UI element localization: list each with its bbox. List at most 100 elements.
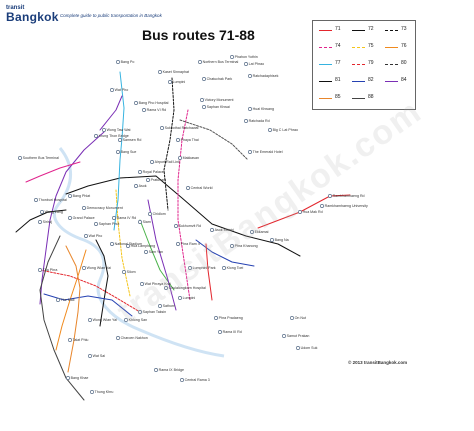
place-dot [84,234,88,238]
place-marker[interactable]: Siam [138,220,151,224]
place-label: Bang Sue [121,150,137,154]
place-marker[interactable]: Wong Taw Wat [102,128,131,132]
place-marker[interactable]: Chidlom [148,212,166,216]
place-dot [116,150,120,154]
place-marker[interactable]: Khlong San [124,318,147,322]
place-marker[interactable]: Central World [186,186,213,190]
place-marker[interactable]: Bang Po [116,60,134,64]
place-dot [38,268,42,272]
place-label: Bang Phlat [73,194,91,198]
place-marker[interactable]: Sukhothai Ratchawat [160,126,199,130]
place-marker[interactable]: Victory Monument [200,98,234,102]
place-marker[interactable]: Wong Wian Yai [82,266,111,270]
place-marker[interactable]: Northern Bus Terminal [198,60,238,64]
place-marker[interactable]: Wat Pho [110,88,128,92]
legend-item-77: 77 [316,58,349,72]
place-marker[interactable]: Democracy Monument [82,206,123,210]
place-marker[interactable]: Royal Palace [138,170,164,174]
place-marker[interactable]: Ekkamai [250,230,269,234]
place-marker[interactable]: Huai Khwang [248,107,274,111]
place-marker[interactable]: Ramkhamhaeng Rd [328,194,365,198]
place-marker[interactable]: Bang Na [270,238,289,242]
place-marker[interactable]: Asok Montri [210,228,234,232]
place-marker[interactable]: Bang Sue [116,150,136,154]
place-marker[interactable]: Charoen Nakhon [116,336,148,340]
place-marker[interactable]: On Nut [290,316,306,320]
place-marker[interactable]: Rama VI Rd [142,108,166,112]
place-marker[interactable]: Silom [122,270,136,274]
place-marker[interactable]: Asok [134,184,147,188]
place-marker[interactable]: Saphan Phut [94,222,119,226]
place-dot [116,60,120,64]
legend-line-77 [319,64,332,65]
place-marker[interactable]: Sathorn [158,304,175,308]
place-marker[interactable]: Makkasan [178,156,199,160]
place-marker[interactable]: Southern Bus Terminal [18,156,59,160]
place-marker[interactable]: Grand Palace [68,216,95,220]
place-marker[interactable]: Wat Sai [88,354,105,358]
place-marker[interactable]: Wong Wian Yai [88,318,117,322]
place-marker[interactable]: Bang Khae [66,376,88,380]
place-marker[interactable]: Phaya Thai [176,138,199,142]
place-marker[interactable]: Sam Yan [144,250,163,254]
brand-logo[interactable]: transit Bangkok [6,5,59,23]
place-marker[interactable]: Rama III Rd [218,330,242,334]
place-marker[interactable]: Lumpini [178,296,195,300]
place-marker[interactable]: Rama IX Bridge [154,368,184,372]
legend-item-73: 73 [382,24,415,38]
place-marker[interactable]: Thung Khru [90,390,113,394]
place-marker[interactable]: Tha Phra [38,268,57,272]
place-marker[interactable]: Lat Phrao [244,62,264,66]
place-marker[interactable]: Saphan Khwai [202,105,230,109]
place-marker[interactable]: Udom Suk [296,346,318,350]
place-marker[interactable]: Rama IV Rd [112,216,136,220]
place-marker[interactable]: Phra Khanong [230,244,258,248]
place-label: Central Rama 3 [185,378,210,382]
place-dot [116,336,120,340]
legend-label-80: 80 [401,60,407,66]
place-dot [148,212,152,216]
place-marker[interactable]: Big C Lat Phrao [268,128,298,132]
place-marker[interactable]: Saphan Taksin [138,310,166,314]
legend-item-74: 74 [316,41,349,55]
place-marker[interactable]: The Emerald Hotel [248,150,283,154]
legend-label-75: 75 [368,43,374,49]
place-marker[interactable]: Talat Phlu [68,338,88,342]
place-marker[interactable]: Chatuchak Park [202,77,232,81]
place-marker[interactable]: Sukhumvit Rd [174,224,201,228]
place-marker[interactable]: Lumphini Park [188,266,216,270]
legend-line-80 [385,64,398,65]
route-line-connector-c [147,199,177,311]
place-marker[interactable]: Wang Lang [40,210,63,214]
place-marker[interactable]: Samsen Rd [118,138,141,142]
place-marker[interactable]: Siriraj [38,220,52,224]
place-marker[interactable]: Hua Lamphong [126,244,155,248]
place-marker[interactable]: Airport Rail Link [150,160,180,164]
place-marker[interactable]: Samut Prakan [282,334,309,338]
place-marker[interactable]: National Stadium [110,242,142,246]
place-marker[interactable]: Thonburi Hospital [34,198,67,202]
place-marker[interactable]: Phahon Yothin [230,55,258,59]
place-marker[interactable]: Pratunam [146,178,166,182]
place-marker[interactable]: Ratchada Rd [244,119,270,123]
place-label: Talat Phlu [73,338,89,342]
place-marker[interactable]: Ramkhamhaeng University [320,204,368,208]
place-marker[interactable]: Kaset Sinnaphat [158,70,189,74]
place-dot [200,98,204,102]
place-marker[interactable]: The Mall [56,298,75,302]
place-marker[interactable]: Hua Mak Rd [298,210,323,214]
place-marker[interactable]: Bang Pho Hospital [134,101,169,105]
place-marker[interactable]: Wat Phraya Krai [140,282,171,286]
place-marker[interactable]: Klong Toei [222,266,244,270]
place-marker[interactable]: Lumpini [168,80,185,84]
place-marker[interactable]: Chulalongkorn Hospital [164,286,206,290]
place-marker[interactable]: Central Rama 3 [180,378,210,382]
place-marker[interactable]: Wat Pho [84,234,102,238]
place-marker[interactable]: Ratchadaphisek [248,74,279,78]
place-label: Wat Sai [93,354,106,358]
place-marker[interactable]: Phra Pradaeng [214,316,243,320]
place-marker[interactable]: Phra Ram 4 [176,242,200,246]
place-marker[interactable]: Bang Phlat [68,194,90,198]
place-marker[interactable]: Krung Thon Bridge [94,134,129,138]
